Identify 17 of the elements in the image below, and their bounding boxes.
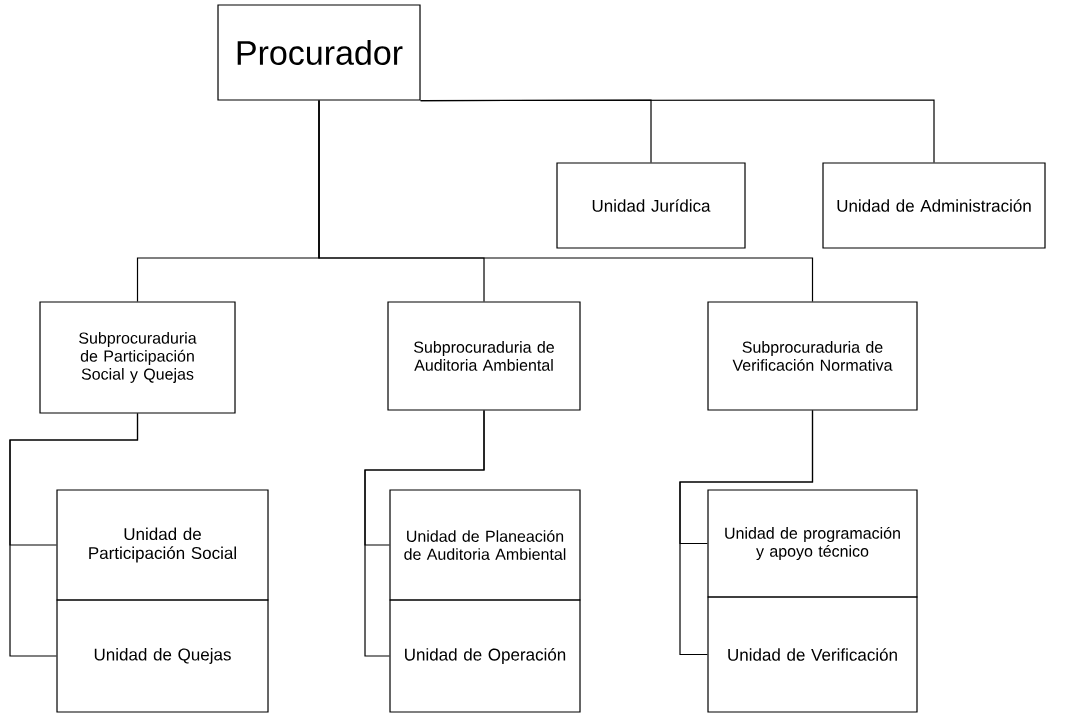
- unit-box: Unidad de Administración: [822, 162, 1046, 249]
- unit-box: Unidad de Planeación de Auditoria Ambiental: [389, 489, 581, 601]
- unit-box: Unidad de Participación Social: [56, 489, 269, 601]
- connector-line: [679, 409, 814, 656]
- connector-line: [364, 409, 485, 657]
- unit-box: Subprocuraduria de Verificación Normativa: [707, 301, 918, 411]
- unit-box: Subprocuraduria de Auditoria Ambiental: [387, 301, 581, 411]
- unit-box: Unidad de Quejas: [56, 599, 269, 713]
- unit-box: Subprocuraduria de Participación Social y Quejas: [39, 301, 236, 414]
- connector-line: [318, 100, 814, 302]
- title-box: Procurador: [217, 4, 421, 101]
- connector-line: [9, 412, 139, 657]
- unit-box: Unidad de programación y apoyo técnico: [707, 489, 918, 598]
- unit-box: Unidad Jurídica: [556, 162, 746, 249]
- unit-box: Unidad de Operación: [389, 599, 581, 713]
- unit-box: Unidad de Verificación: [707, 596, 918, 713]
- connector-line: [420, 99, 935, 163]
